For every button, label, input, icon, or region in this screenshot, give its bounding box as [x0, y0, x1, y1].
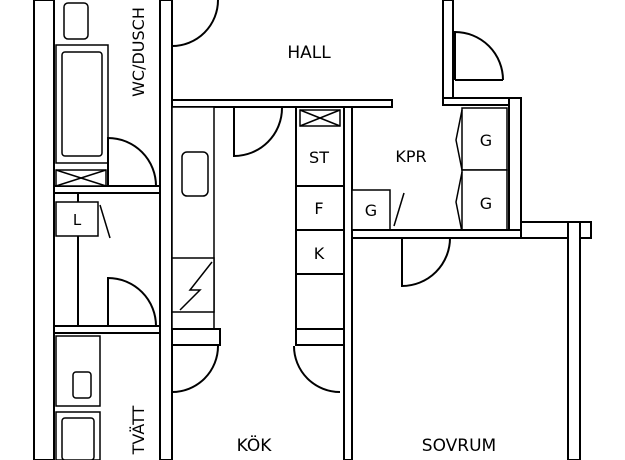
entrance-door-swing	[171, 0, 219, 47]
room-label-kpr: KPR	[395, 147, 426, 166]
fixture-label-st: ST	[309, 148, 329, 167]
fixture-label-f: F	[314, 199, 323, 218]
tvatt-door-swing	[107, 276, 157, 327]
fixture-label-g-bottom: G	[480, 194, 492, 213]
room-label-kok: KÖK	[237, 434, 273, 456]
fixture-label-l: L	[73, 211, 82, 229]
hall-kitchen-door-swing	[233, 107, 283, 158]
bedroom-walls	[351, 221, 592, 460]
kitchen-walls	[171, 106, 353, 460]
room-label-wc: WC/DUSCH	[129, 7, 148, 97]
fixture-label-k: K	[314, 244, 325, 263]
fixture-label-g-small: G	[365, 201, 377, 220]
storage-column	[295, 106, 353, 460]
toilet-fixture	[63, 2, 89, 40]
sink-fixture	[181, 151, 209, 197]
room-label-hall: HALL	[287, 43, 331, 63]
wardrobe-bottom	[461, 169, 508, 233]
tvatt-fixtures	[55, 335, 101, 460]
wardrobe-top	[461, 107, 508, 171]
room-label-sovrum: SOVRUM	[422, 436, 496, 456]
l-cabinet	[55, 201, 111, 239]
kpr-fixtures	[351, 107, 508, 233]
wc-door-swing	[107, 136, 157, 187]
hall-walls	[171, 0, 522, 239]
room-label-tvatt: TVÄTT	[129, 405, 148, 455]
fixture-label-g-top: G	[480, 131, 492, 150]
wc-fixtures	[55, 2, 157, 187]
